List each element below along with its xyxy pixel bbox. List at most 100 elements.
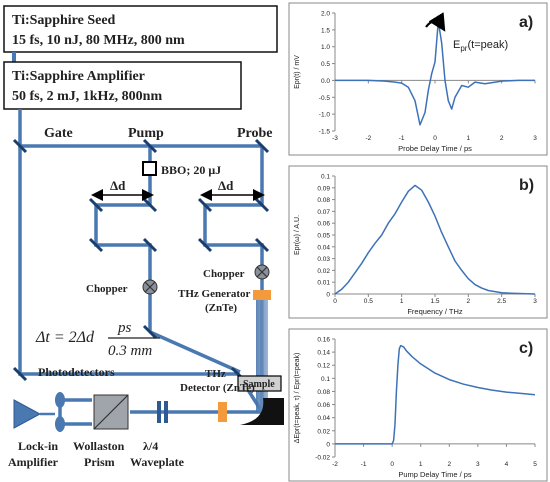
y-tick-label: 0.09 <box>317 185 330 192</box>
y-axis-label: ΔEpr(t=peak, τ) / Epr(t=peak) <box>294 353 301 444</box>
x-axis-label: Probe Delay Time / ps <box>398 144 472 153</box>
bbo-crystal <box>142 161 157 176</box>
label-wollaston-2: Prism <box>84 455 115 469</box>
y-tick-label: 0.12 <box>317 363 330 370</box>
thz-detector <box>218 402 227 422</box>
label-pump: Pump <box>128 126 164 141</box>
label-waveplate-2: Waveplate <box>130 455 185 469</box>
chopper-right <box>254 264 270 280</box>
label-chopper-right: Chopper <box>203 268 245 280</box>
y-tick-label: 0.08 <box>317 197 330 204</box>
chart-panel-3: -0.0200.020.040.060.080.10.120.140.16-2-… <box>288 328 548 482</box>
label-lockin-1: Lock-in <box>18 439 58 453</box>
label-thz-det-2: Detector (ZnTe) <box>180 382 255 394</box>
y-tick-label: 0.02 <box>317 428 330 435</box>
thz-beam <box>256 300 268 412</box>
amplifier-box <box>3 61 242 110</box>
label-thz-gen-1: THz Generator <box>178 288 251 300</box>
peak-arrow <box>425 12 446 32</box>
x-tick-label: 0 <box>433 135 437 142</box>
x-tick-label: 2 <box>500 135 504 142</box>
x-tick-label: -3 <box>332 135 338 142</box>
label-wollaston-1: Wollaston <box>73 439 125 453</box>
y-tick-label: 0.04 <box>317 244 330 251</box>
x-tick-label: 2.5 <box>497 298 506 305</box>
x-tick-label: 2 <box>447 461 451 468</box>
label-sample: Sample <box>243 379 275 390</box>
x-tick-label: 5 <box>533 461 537 468</box>
amplifier-spec: 50 fs, 2 mJ, 1kHz, 800nm <box>12 89 162 104</box>
y-tick-label: 0.06 <box>317 402 330 409</box>
y-tick-label: 0.16 <box>317 337 330 344</box>
waveplate-2 <box>164 401 168 423</box>
photodetector-top <box>55 392 65 408</box>
data-line <box>334 184 536 295</box>
eq-den: 0.3 mm <box>108 343 152 359</box>
thz-generator <box>253 290 271 300</box>
x-tick-label: -2 <box>332 461 338 468</box>
y-tick-label: -0.5 <box>319 95 331 102</box>
x-tick-label: 4 <box>505 461 509 468</box>
data-line <box>335 20 535 126</box>
seed-spec: 15 fs, 10 nJ, 80 MHz, 800 nm <box>12 33 185 48</box>
label-delta-d-left: Δd <box>110 178 126 193</box>
seed-box <box>3 5 278 53</box>
lockin-amplifier <box>13 399 42 429</box>
y-tick-label: 0.14 <box>317 350 330 357</box>
data-line <box>335 344 536 445</box>
y-tick-label: 0.5 <box>321 61 330 68</box>
x-tick-label: 1.5 <box>430 298 439 305</box>
y-tick-label: 0.03 <box>317 256 330 263</box>
label-probe: Probe <box>237 126 273 141</box>
y-tick-label: 0.06 <box>317 221 330 228</box>
x-tick-label: 0 <box>390 461 394 468</box>
setup-diagram: Ti:Sapphire Seed 15 fs, 10 nJ, 80 MHz, 8… <box>3 5 284 469</box>
waveplate <box>157 401 161 423</box>
y-axis-label: Epr(ω) / A.U. <box>294 215 301 255</box>
y-tick-label: -1.0 <box>319 112 331 119</box>
x-tick-label: 1 <box>467 135 471 142</box>
label-bbo: BBO; 20 μJ <box>161 163 221 177</box>
seed-title: Ti:Sapphire Seed <box>12 13 116 28</box>
y-tick-label: 0 <box>326 441 330 448</box>
chart-frame <box>288 2 548 156</box>
chopper-left <box>142 279 158 295</box>
label-thz-det-1: THz <box>205 368 226 380</box>
x-tick-label: 3 <box>476 461 480 468</box>
y-tick-label: 0.05 <box>317 233 330 240</box>
x-tick-label: 3 <box>533 298 537 305</box>
y-tick-label: 0.1 <box>321 174 330 181</box>
y-tick-label: 1.5 <box>321 27 330 34</box>
y-tick-label: 0 <box>326 292 330 299</box>
label-thz-gen-2: (ZnTe) <box>205 302 237 314</box>
parabolic-mirror <box>240 398 284 425</box>
panel-label: c) <box>519 340 533 357</box>
label-delta-d-right: Δd <box>218 178 234 193</box>
y-tick-label: 0.08 <box>317 389 330 396</box>
x-tick-label: 2 <box>467 298 471 305</box>
y-tick-label: -1.5 <box>319 129 331 136</box>
label-photodetectors: Photodetectors <box>38 365 115 379</box>
panel-label: a) <box>519 14 533 31</box>
x-tick-label: 3 <box>533 135 537 142</box>
label-waveplate-1: λ/4 <box>143 439 158 453</box>
delay-equation: Δt = 2Δd ps 0.3 mm <box>35 320 160 359</box>
x-axis-label: Pump Delay Time / ps <box>398 470 472 479</box>
sample-box <box>237 375 282 392</box>
y-tick-label: 0.07 <box>317 209 330 216</box>
x-tick-label: 1 <box>419 461 423 468</box>
chart-panel-2: 00.010.020.030.040.050.060.070.080.090.1… <box>288 165 548 319</box>
x-tick-label: -1 <box>361 461 367 468</box>
photodetector-bottom <box>55 416 65 432</box>
x-tick-label: -2 <box>365 135 371 142</box>
mirrors <box>12 138 270 382</box>
amplifier-title: Ti:Sapphire Amplifier <box>12 69 145 84</box>
peak-annotation: Epr(t=peak) <box>453 39 508 53</box>
y-tick-label: 2.0 <box>321 11 330 18</box>
eq-num: ps <box>117 320 132 336</box>
x-tick-label: -1 <box>399 135 405 142</box>
x-axis-label: Frequency / THz <box>407 307 463 316</box>
panel-label: b) <box>519 177 534 194</box>
label-lockin-2: Amplifier <box>8 455 59 469</box>
